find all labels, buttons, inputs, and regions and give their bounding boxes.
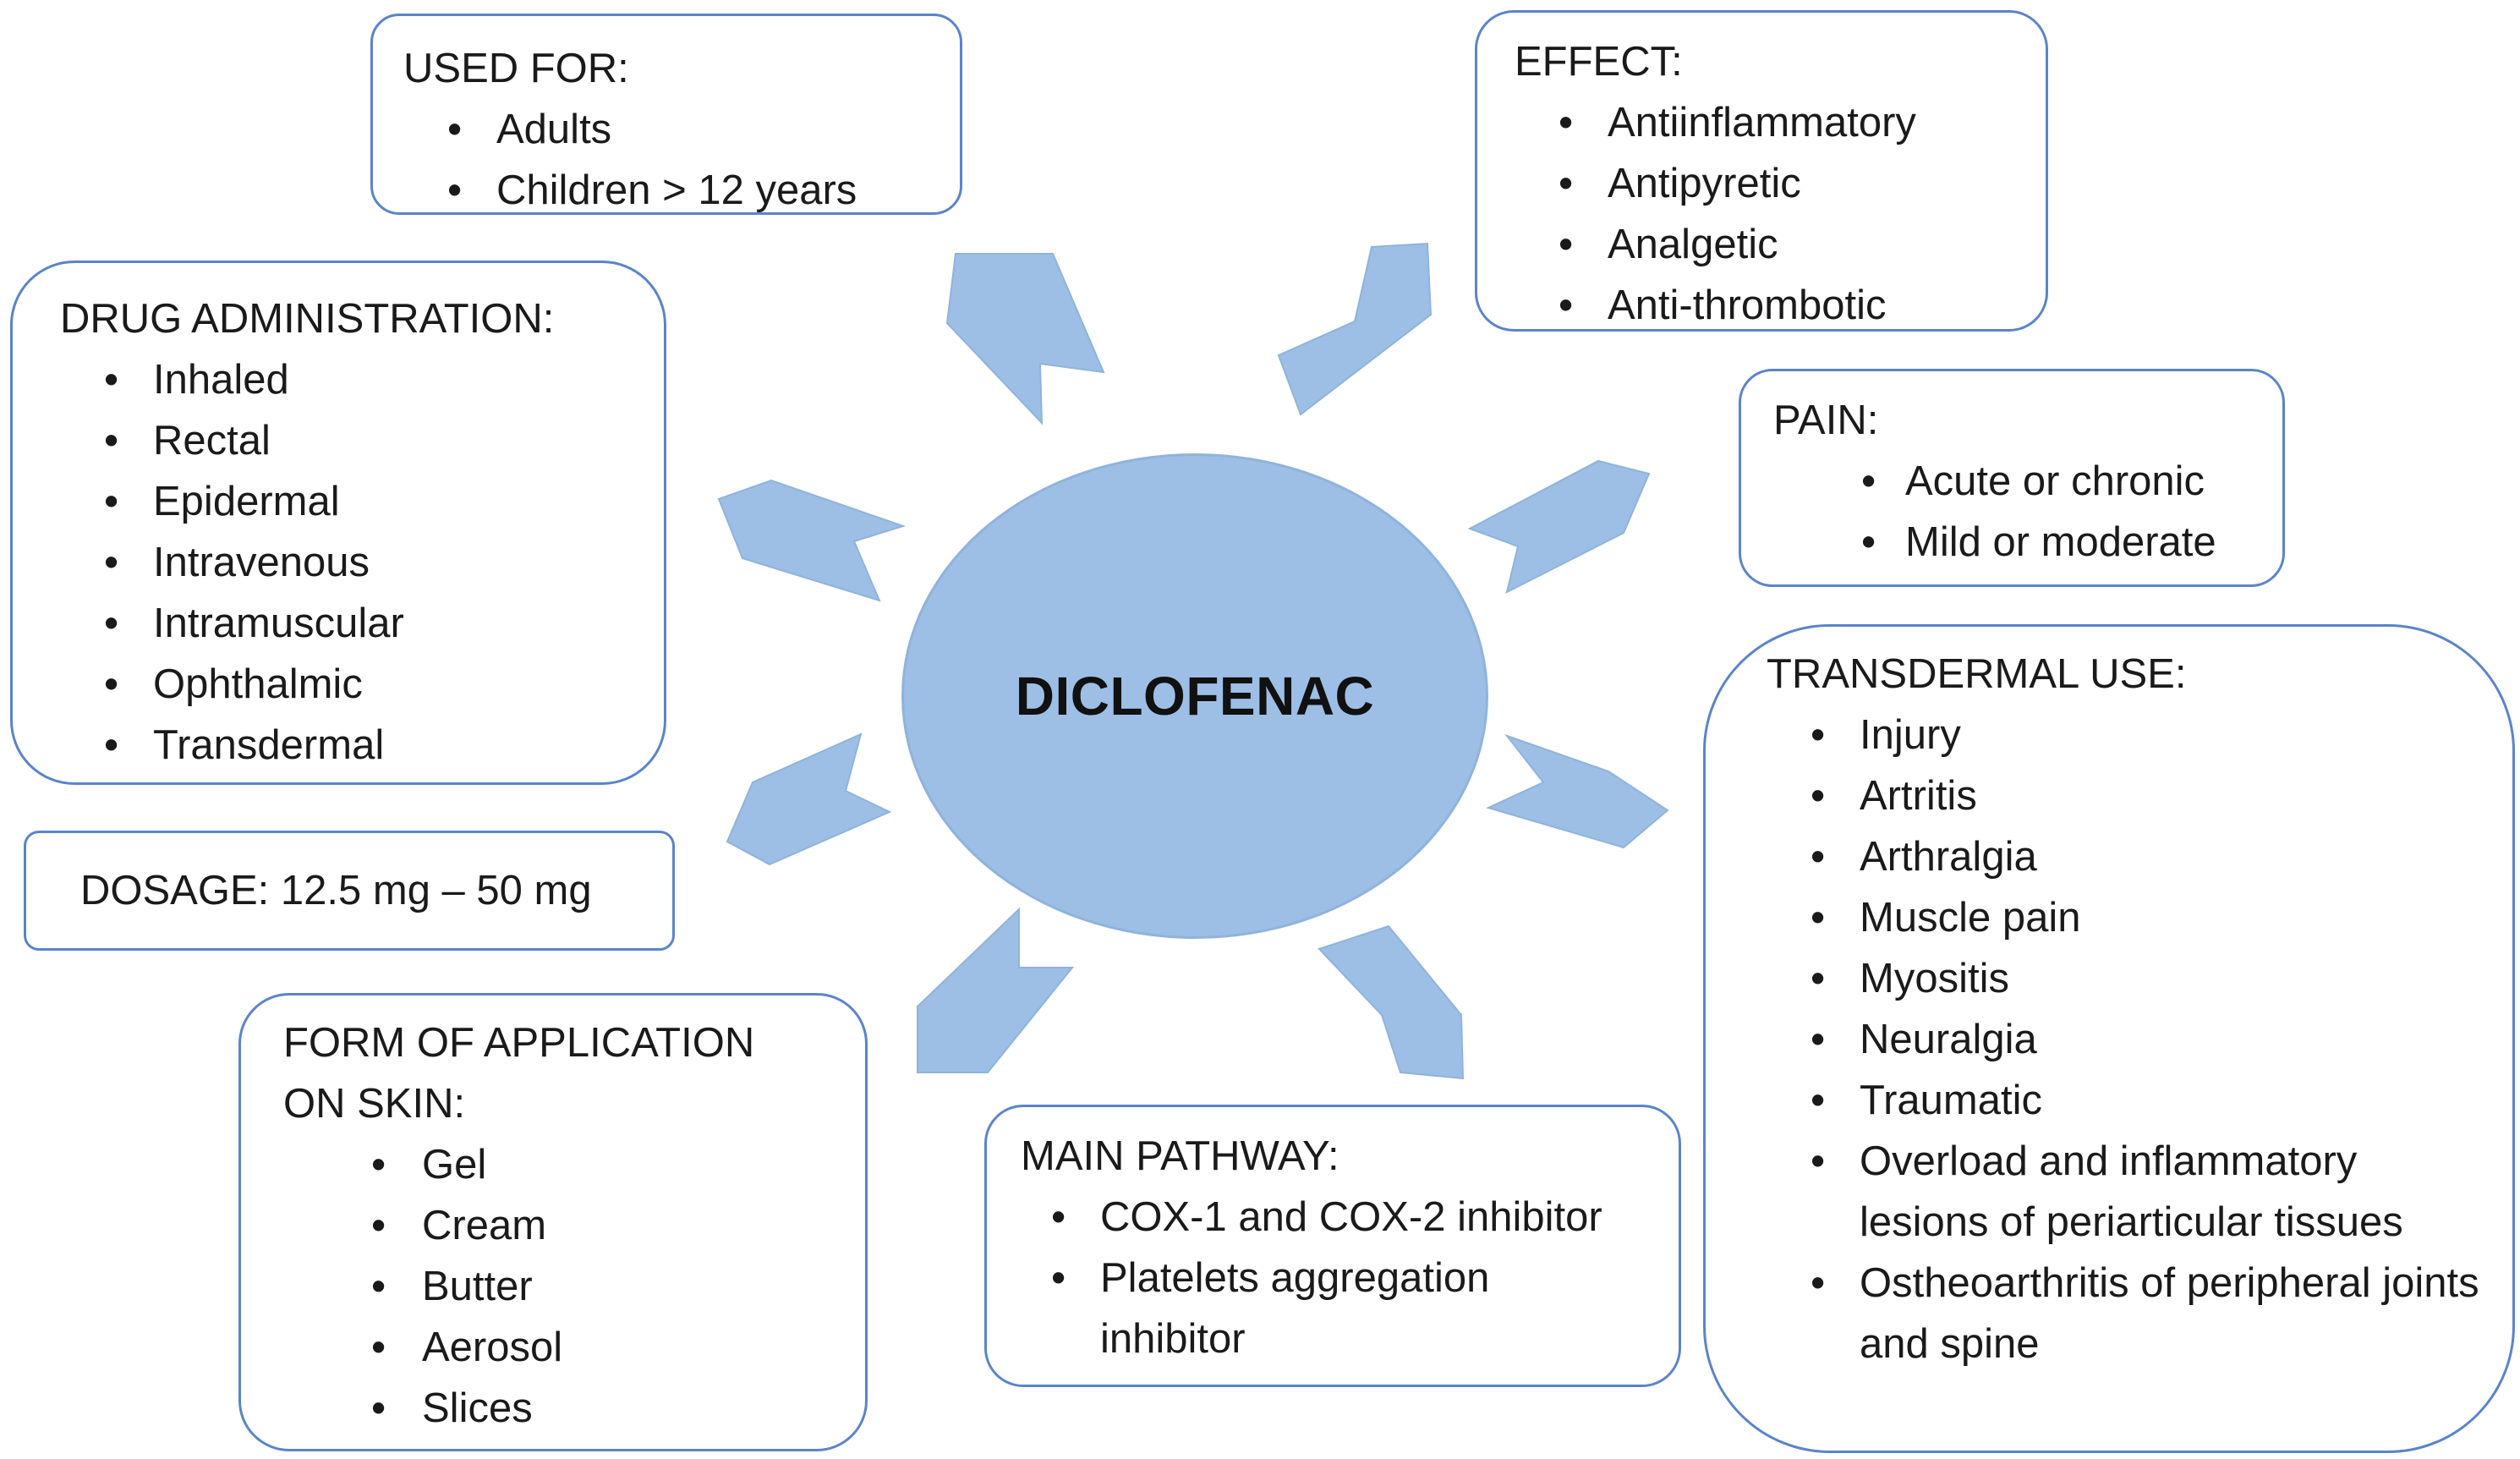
list-item: Slices — [283, 1378, 865, 1439]
used-for-box: USED FOR: Adults Children > 12 years — [370, 14, 962, 221]
transdermal-use-title: TRANSDERMAL USE: — [1767, 651, 2187, 697]
list-item: Children > 12 years — [403, 160, 960, 221]
list-item: Arthralgia — [1767, 826, 2495, 887]
center-node: DICLOFENAC — [901, 453, 1488, 939]
list-item: Platelets aggregation inhibitor — [1021, 1248, 1641, 1369]
transdermal-use-box: TRANSDERMAL USE: Injury Artritis Arthral… — [1703, 624, 2515, 1453]
dosage-text: DOSAGE: 12.5 mg – 50 mg — [80, 868, 592, 913]
list-item: Acute or chronic — [1773, 451, 2282, 512]
list-item: Rectal — [60, 410, 664, 471]
arrow-to-used-for — [945, 253, 1105, 425]
list-item: Antipyretic — [1515, 153, 2046, 214]
list-item: Intravenous — [60, 532, 664, 593]
list-item: Artritis — [1767, 765, 2495, 826]
list-item: Neuralgia — [1767, 1009, 2495, 1070]
list-item: Traumatic — [1767, 1070, 2495, 1131]
list-item: Antiinflammatory — [1515, 92, 2046, 153]
arrow-to-pain — [1467, 459, 1651, 594]
list-item: Ophthalmic — [60, 654, 664, 715]
arrow-to-effect — [1277, 242, 1433, 416]
list-item: Injury — [1767, 705, 2495, 765]
list-item: Aerosol — [283, 1317, 865, 1378]
list-item: Intramuscular — [60, 593, 664, 654]
form-of-application-title-line2: ON SKIN: — [283, 1081, 466, 1127]
effect-title: EFFECT: — [1515, 39, 1683, 85]
list-item: Myositis — [1767, 948, 2495, 1009]
pain-title: PAIN: — [1773, 398, 1879, 443]
list-item: Epidermal — [60, 471, 664, 532]
main-pathway-title: MAIN PATHWAY: — [1021, 1133, 1339, 1179]
form-of-application-box: FORM OF APPLICATION ON SKIN: Gel Cream B… — [238, 993, 868, 1451]
list-item: Analgetic — [1515, 214, 2046, 275]
list-item: Mild or moderate — [1773, 512, 2282, 573]
main-pathway-box: MAIN PATHWAY: COX-1 and COX-2 inhibitor … — [984, 1105, 1681, 1387]
arrow-to-drug-administration — [717, 479, 907, 602]
drug-administration-box: DRUG ADMINISTRATION: Inhaled Rectal Epid… — [10, 261, 666, 785]
arrow-to-dosage — [726, 732, 892, 866]
list-item: Anti-thrombotic — [1515, 275, 2046, 336]
list-item: Adults — [403, 99, 960, 160]
effect-box: EFFECT: Antiinflammatory Antipyretic Ana… — [1475, 10, 2048, 336]
list-item: COX-1 and COX-2 inhibitor — [1021, 1187, 1679, 1248]
list-item: Gel — [283, 1134, 865, 1195]
list-item: Cream — [283, 1195, 865, 1256]
arrow-to-form-of-application — [917, 907, 1075, 1073]
drug-administration-title: DRUG ADMINISTRATION: — [60, 296, 555, 342]
used-for-title: USED FOR: — [403, 46, 629, 91]
pain-box: PAIN: Acute or chronic Mild or moderate — [1739, 369, 2285, 587]
arrow-to-transdermal-use — [1486, 733, 1669, 849]
form-of-application-title-line1: FORM OF APPLICATION — [283, 1020, 755, 1066]
list-item: Ostheoarthritis of peripheral joints and… — [1767, 1253, 2485, 1374]
dosage-box: DOSAGE: 12.5 mg – 50 mg — [24, 831, 675, 951]
list-item: Inhaled — [60, 349, 664, 410]
center-label: DICLOFENAC — [1015, 666, 1375, 727]
list-item: Muscle pain — [1767, 887, 2495, 948]
arrow-to-main-pathway — [1318, 924, 1465, 1080]
list-item: Butter — [283, 1256, 865, 1317]
list-item: Overload and inflammatory lesions of per… — [1767, 1131, 2485, 1253]
list-item: Transdermal — [60, 715, 664, 776]
